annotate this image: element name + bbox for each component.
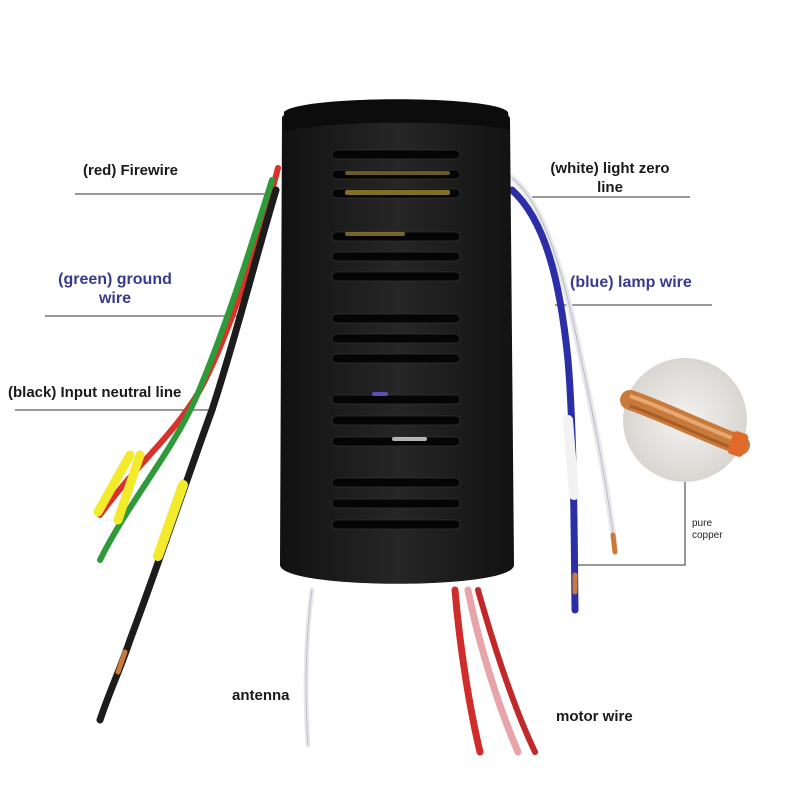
vent-slot (331, 313, 461, 324)
vent-slot (331, 519, 461, 530)
white-wire (509, 175, 618, 551)
motor-wire-red (451, 586, 484, 756)
vent-slot (331, 169, 461, 180)
vent-slot (331, 271, 461, 282)
receiver-housing (280, 99, 514, 584)
firewire-label: (red) Firewire (83, 162, 179, 179)
copper-inset (620, 358, 750, 482)
copper-label: pure copper (692, 518, 723, 542)
copper-insulation (727, 431, 749, 457)
white-wire-copper-tip (610, 532, 618, 555)
right-wires (508, 175, 618, 614)
housing-body (280, 104, 514, 584)
left-wires (93, 165, 281, 724)
copper-leader (576, 482, 686, 566)
neutral-label: (black) Input neutral line (8, 384, 182, 401)
black-wire-yellow-sleeve (153, 480, 188, 561)
vent-slot (331, 353, 461, 364)
copper-label-line2: copper (692, 530, 723, 541)
white-wire-outline (511, 177, 616, 549)
vent-slot (331, 477, 461, 488)
blue-wire (508, 186, 579, 614)
black-wire-copper-tip (115, 649, 128, 675)
blue-wire-white-sleeve (563, 415, 579, 500)
vent-slot (331, 415, 461, 426)
vent-slot (331, 394, 461, 405)
light-zero-label-line2: line (597, 179, 623, 196)
motor-wire-pink (464, 586, 522, 756)
vent-glow-4 (372, 392, 388, 396)
vent-glow-1 (345, 190, 450, 195)
antenna-wire-outline (305, 589, 313, 746)
motor-label: motor wire (556, 708, 633, 725)
bottom-wires (303, 586, 538, 756)
red-wire-yellow-sleeve (93, 450, 135, 517)
green-wire (97, 177, 275, 563)
green-wire-yellow-sleeve (113, 450, 145, 525)
vent-slot (331, 251, 461, 262)
copper-highlight (629, 394, 741, 443)
lamp-label: (blue) lamp wire (570, 274, 692, 291)
antenna-label: antenna (232, 687, 290, 704)
copper-label-line1: pure (692, 518, 713, 529)
leader-lines (15, 193, 712, 566)
vent-glow-5 (392, 437, 427, 441)
motor-wire-red-2 (475, 587, 538, 755)
ground-label-line1: (green) ground (58, 271, 172, 288)
copper-shadow (629, 404, 741, 453)
vent-slot (331, 498, 461, 509)
vent-glow-3 (345, 232, 405, 236)
vent-glow-2 (345, 171, 450, 175)
housing-cap (284, 99, 510, 132)
ground-label-line2: wire (98, 290, 131, 307)
vent-slot (331, 149, 461, 160)
light-zero-label-line1: (white) light zero (550, 160, 670, 177)
copper-strands (620, 390, 750, 455)
light-zero-label: (white) light zero line (540, 159, 680, 197)
vent-slot (331, 333, 461, 344)
ground-label: (green) ground wire (40, 270, 190, 308)
